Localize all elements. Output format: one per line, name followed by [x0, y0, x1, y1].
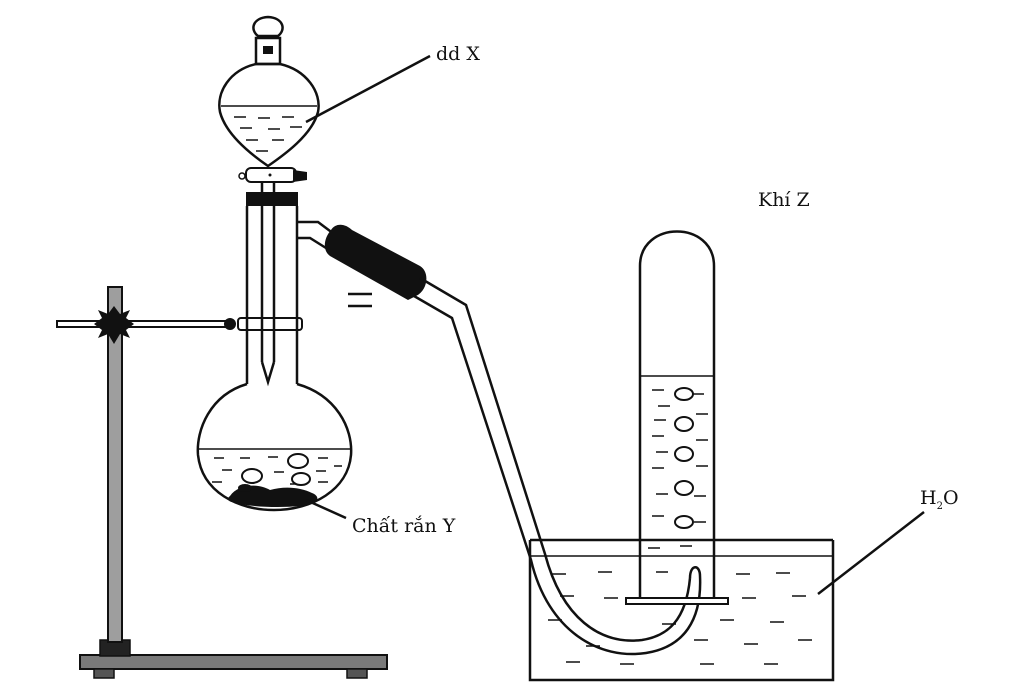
- water-trough: [528, 538, 835, 682]
- gas-bubble-4: [674, 480, 694, 496]
- label-water-h: H: [920, 487, 937, 509]
- stand-base: [79, 654, 388, 670]
- funnel-stopper: [252, 15, 284, 38]
- label-water: H2O: [920, 487, 959, 512]
- flask-bubble-1: [287, 453, 309, 469]
- solid-y-grain: [238, 484, 252, 492]
- rubber-tube-connector: [324, 224, 427, 300]
- gas-bubble-1: [674, 387, 694, 401]
- collection-tube-lip: [625, 597, 729, 605]
- delivery-tube-inner: [413, 294, 702, 656]
- separatory-funnel: [218, 15, 320, 387]
- clamp-arm: [56, 320, 233, 328]
- funnel-stem-tip: [260, 361, 276, 387]
- funnel-stopcock-dot: [268, 173, 272, 177]
- label-gas-z: Khí Z: [758, 189, 810, 211]
- funnel-neck-mark: [263, 46, 273, 54]
- delivery-tube-end: [688, 566, 702, 579]
- stand-foot-left: [93, 668, 115, 679]
- solid-y-blob: [228, 485, 318, 507]
- gas-bubble-3: [674, 446, 694, 462]
- flask-bubble-3: [291, 472, 311, 486]
- label-water-subscript: 2: [937, 501, 943, 512]
- leader-solution-x: [305, 54, 431, 124]
- leader-water: [817, 511, 925, 595]
- leader-solid-y: [305, 498, 347, 520]
- delivery-tube-outer: [419, 276, 692, 642]
- gas-arrow-mark: [348, 292, 372, 308]
- gas-bubble-5: [674, 515, 694, 529]
- gas-collection-tube: [625, 230, 729, 605]
- label-water-o: O: [943, 487, 959, 509]
- flask-stopper: [246, 192, 298, 206]
- funnel-stopcock-tip: [293, 170, 307, 182]
- clamp-knob: [224, 318, 236, 330]
- flask-side-arm: [297, 220, 335, 235]
- funnel-bulb: [218, 62, 320, 168]
- collection-tube-body: [638, 230, 716, 598]
- label-solution-x: dd X: [436, 43, 480, 65]
- flask-side-arm-lower: [297, 236, 327, 250]
- gas-bubble-2: [674, 416, 694, 432]
- label-solid-y: Chất rắn Y: [352, 515, 456, 537]
- trough-water-dashes: [548, 571, 812, 665]
- flask-bubble-2: [241, 468, 263, 484]
- delivery-tube: [413, 276, 702, 656]
- stand-rod: [107, 286, 123, 643]
- clamp-ring: [237, 317, 303, 331]
- round-bottom-flask: [196, 192, 353, 512]
- retort-stand: [56, 286, 388, 679]
- trough-walls: [528, 540, 835, 682]
- collection-tube-dashes: [648, 389, 708, 573]
- stand-foot-right: [346, 668, 368, 679]
- flask-liquid-dashes: [212, 456, 342, 485]
- flask-bulb: [196, 382, 353, 512]
- boss-head: [94, 306, 134, 344]
- funnel-liquid-dashes: [234, 116, 302, 152]
- funnel-stopcock-pin: [238, 172, 246, 180]
